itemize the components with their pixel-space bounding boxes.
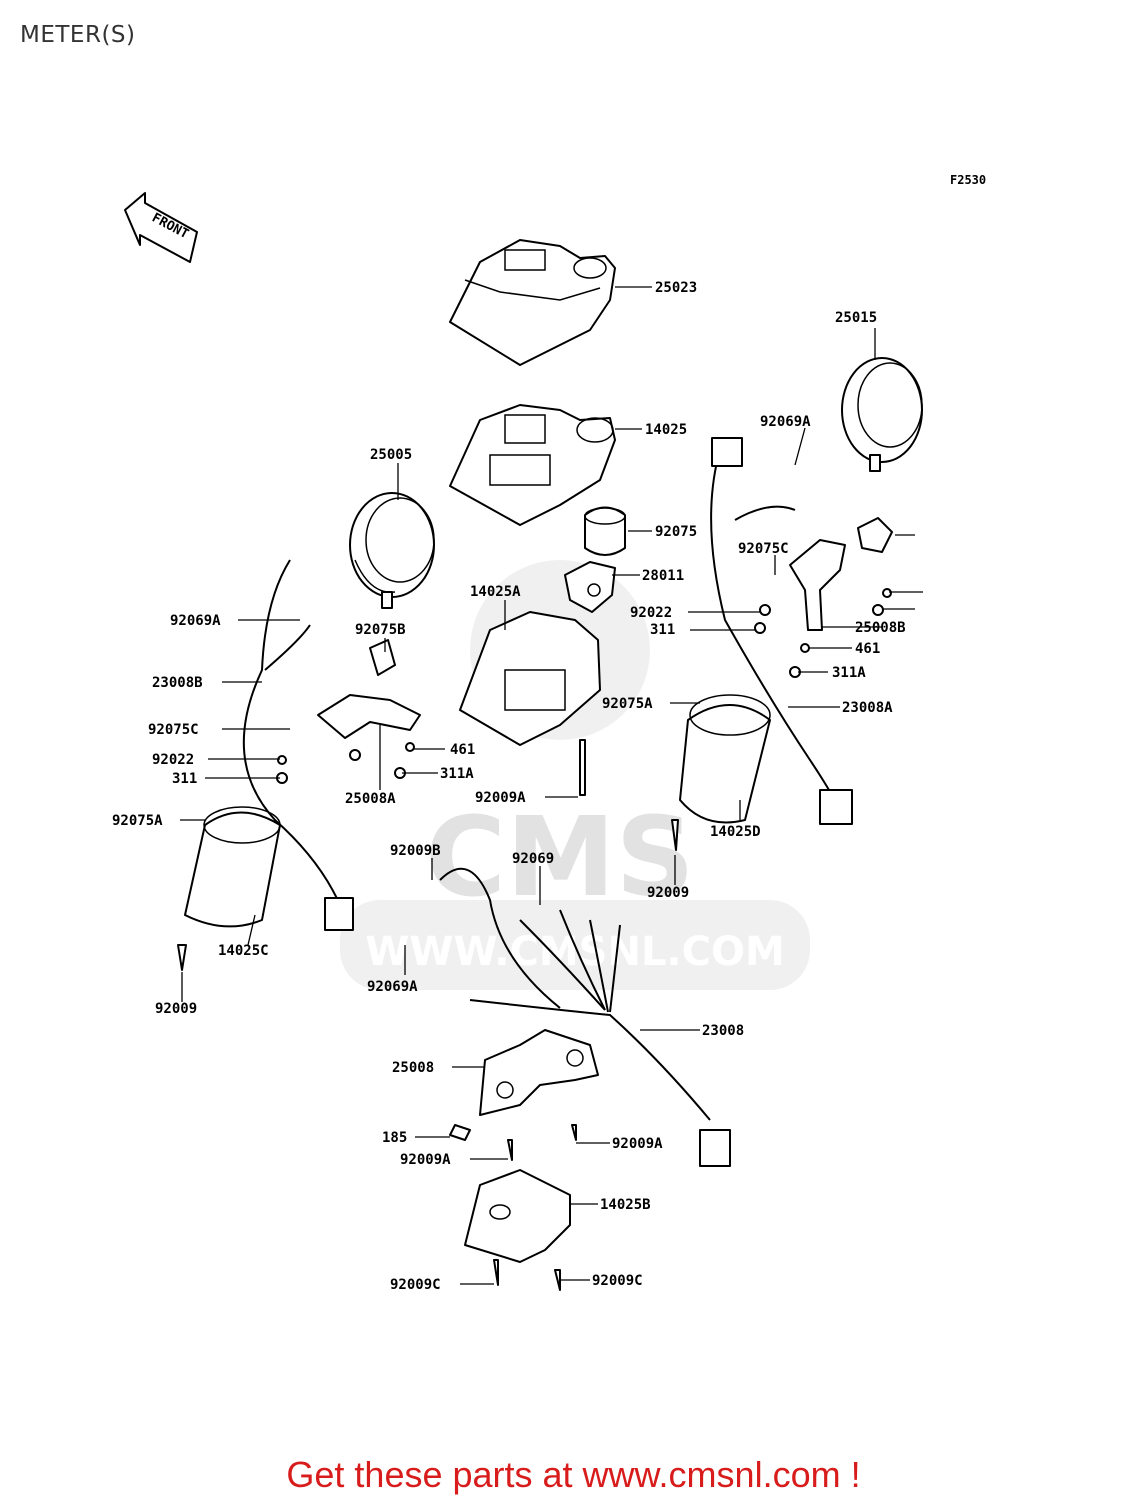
part-label: 92075C [148, 722, 199, 738]
part-label: 92069A [170, 613, 221, 629]
part-25008a-bracket [317, 639, 421, 739]
part-label: 311 [172, 771, 197, 787]
part-label: 92009C [390, 1277, 441, 1293]
part-14025a-inner-case [459, 611, 601, 746]
footer-cta-link[interactable]: Get these parts at www.cmsnl.com ! [286, 1454, 861, 1495]
part-label: 25008B [855, 620, 906, 636]
part-label: 311A [440, 766, 474, 782]
part-label: 92009B [390, 843, 441, 859]
part-label: 92075C [738, 541, 789, 557]
part-25023-meter-cover [449, 239, 616, 366]
part-label: 92075A [112, 813, 163, 829]
part-label: 92075B [355, 622, 406, 638]
part-label: 92022 [152, 752, 194, 768]
page-title: METER(S) [20, 22, 136, 48]
part-label: 311A [832, 665, 866, 681]
part-14025d-meter-cup [679, 694, 771, 824]
part-label: 92075 [655, 524, 697, 540]
part-label: 14025D [710, 824, 761, 840]
part-25008-stay [479, 1029, 599, 1116]
part-label: 92009 [155, 1001, 197, 1017]
parts-diagram: CMS WWW.CMSNL.COM FRONT [112, 192, 923, 1293]
part-23008a-harness [710, 437, 853, 825]
part-label: 25015 [835, 310, 877, 326]
watermark: CMS WWW.CMSNL.COM [340, 560, 810, 990]
leader-lines [180, 286, 923, 1285]
part-label: 311 [650, 622, 675, 638]
front-arrow-icon: FRONT [124, 192, 198, 263]
part-25008b-bracket [789, 517, 893, 631]
part-label: 23008 [702, 1023, 744, 1039]
part-label: 14025C [218, 943, 269, 959]
part-label: 461 [450, 742, 475, 758]
part-label: 92022 [630, 605, 672, 621]
part-14025-meter-case [449, 404, 616, 526]
part-label: 92009A [612, 1136, 663, 1152]
part-label: 185 [382, 1130, 407, 1146]
part-14025b-bottom-cover [464, 1169, 571, 1263]
part-label: 92069A [760, 414, 811, 430]
part-label: 23008B [152, 675, 203, 691]
watermark-brand: CMS [425, 793, 694, 921]
part-label: 92009A [400, 1152, 451, 1168]
part-label: 25008 [392, 1060, 434, 1076]
part-label: 14025B [600, 1197, 651, 1213]
part-label: 23008A [842, 700, 893, 716]
part-label: 92009A [475, 790, 526, 806]
part-labels: 25023 25015 14025 92069A 25005 92075 920… [112, 280, 906, 1293]
fastener-icons [177, 588, 892, 1291]
part-label: 92009C [592, 1273, 643, 1289]
part-label: 461 [855, 641, 880, 657]
part-25005-meter-left [349, 492, 435, 609]
part-25015-meter-right [841, 357, 923, 472]
part-label: 25008A [345, 791, 396, 807]
part-label: 92075A [602, 696, 653, 712]
part-label: 14025 [645, 422, 687, 438]
part-label: 25023 [655, 280, 697, 296]
part-label: 25005 [370, 447, 412, 463]
part-28011-bracket [564, 561, 616, 613]
part-label: 92009 [647, 885, 689, 901]
figure-code: F2530 [950, 173, 987, 187]
part-14025c-meter-cup [184, 806, 281, 928]
part-label: 14025A [470, 584, 521, 600]
part-label: 92069 [512, 851, 554, 867]
part-92075-grommet [584, 506, 626, 556]
part-label: 28011 [642, 568, 684, 584]
part-23008b-harness [242, 559, 354, 931]
part-label: 92069A [367, 979, 418, 995]
watermark-site: WWW.CMSNL.COM [365, 929, 785, 975]
part-23008-main-harness [439, 867, 731, 1167]
